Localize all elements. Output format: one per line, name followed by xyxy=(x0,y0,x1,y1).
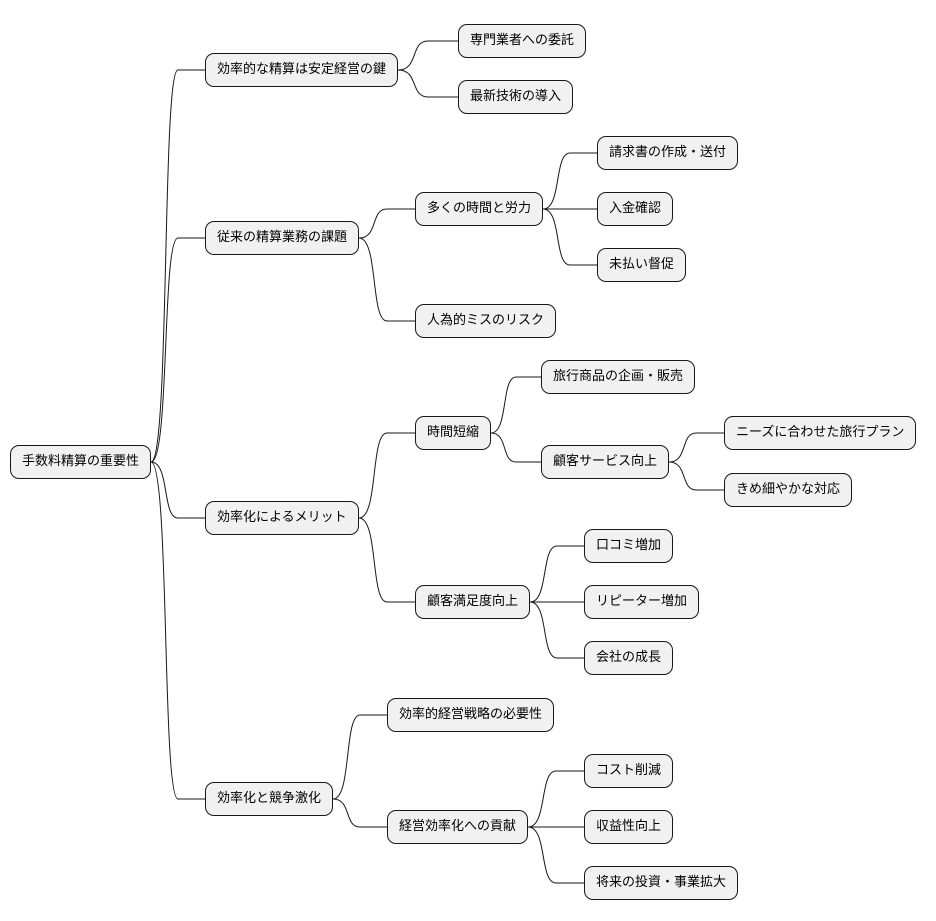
connector-b1-b1c xyxy=(542,208,597,266)
node-time-saving: 時間短縮 xyxy=(415,416,492,450)
node-management-efficiency: 経営効率化への貢献 xyxy=(387,810,529,844)
connector-a-a1 xyxy=(397,40,458,71)
node-efficiency-merits: 効率化によるメリット xyxy=(205,501,359,535)
connector-c1-c1b xyxy=(490,432,541,463)
node-customer-service: 顧客サービス向上 xyxy=(541,445,670,479)
node-time-effort: 多くの時間と労力 xyxy=(415,192,544,226)
node-invoice: 請求書の作成・送付 xyxy=(597,136,739,170)
connector-c-c2 xyxy=(358,517,415,603)
node-outsourcing: 専門業者への委託 xyxy=(458,24,587,58)
node-efficient-settlement: 効率的な精算は安定経営の鍵 xyxy=(205,53,399,87)
connector-root-a xyxy=(150,69,205,463)
node-word-of-mouth: 口コミ増加 xyxy=(584,529,674,563)
node-profitability: 収益性向上 xyxy=(584,810,674,844)
connector-c1b-c1b2 xyxy=(668,461,724,491)
node-cost-reduction: コスト削減 xyxy=(584,754,674,788)
node-latest-tech: 最新技術の導入 xyxy=(458,80,574,114)
node-company-growth: 会社の成長 xyxy=(584,641,674,675)
node-efficiency-competition: 効率化と競争激化 xyxy=(205,782,334,816)
node-payment-check: 入金確認 xyxy=(597,192,674,226)
connector-root-b xyxy=(150,237,205,463)
node-customer-satisfaction: 顧客満足度向上 xyxy=(415,585,531,619)
node-root: 手数料精算の重要性 xyxy=(10,445,152,479)
connector-b-b2 xyxy=(358,237,415,322)
connector-c1b-c1b1 xyxy=(668,432,724,463)
node-attentive-service: きめ細やかな対応 xyxy=(724,473,853,507)
connector-c-c1 xyxy=(358,432,415,519)
connector-d2-d2a xyxy=(527,770,584,828)
node-travel-products: 旅行商品の企画・販売 xyxy=(541,360,696,394)
node-custom-plans: ニーズに合わせた旅行プラン xyxy=(724,416,917,450)
connector-d2-d2c xyxy=(527,826,584,884)
connector-root-d xyxy=(150,461,205,800)
node-traditional-issues: 従来の精算業務の課題 xyxy=(205,221,360,255)
connector-c2-c2c xyxy=(529,601,584,659)
connector-b1-b1a xyxy=(542,152,597,210)
node-future-investment: 将来の投資・事業拡大 xyxy=(584,866,739,900)
connector-d-d2 xyxy=(332,798,387,828)
node-strategy-need: 効率的経営戦略の必要性 xyxy=(387,698,555,732)
connector-c1-c1a xyxy=(490,376,541,434)
connector-root-c xyxy=(150,461,205,519)
node-repeaters: リピーター増加 xyxy=(584,585,700,619)
connector-b-b1 xyxy=(358,208,415,239)
connector-c2-c2a xyxy=(529,545,584,603)
connector-a-a2 xyxy=(397,69,458,98)
connector-d-d1 xyxy=(332,714,387,800)
node-dunning: 未払い督促 xyxy=(597,248,687,282)
node-human-error: 人為的ミスのリスク xyxy=(415,304,557,338)
